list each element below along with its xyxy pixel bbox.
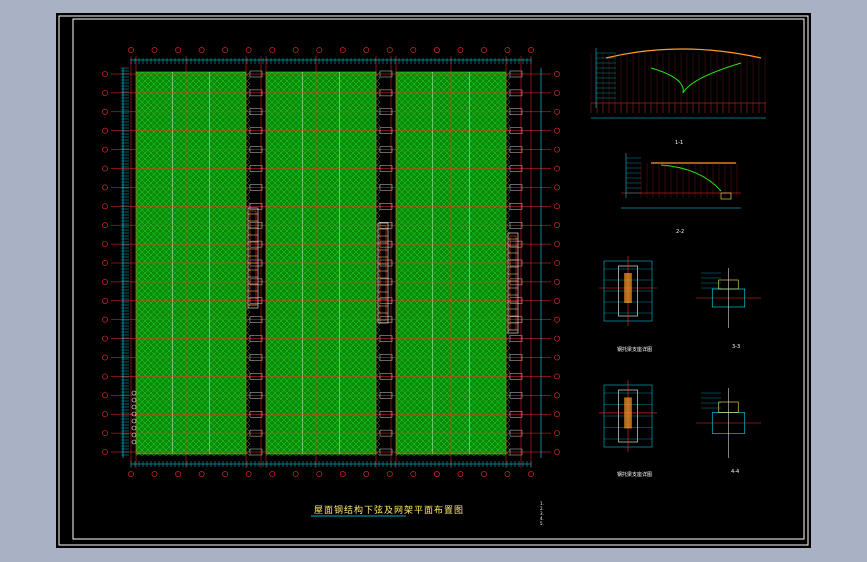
drawing-title: 屋面钢结构下弦及网架平面布置图 <box>314 506 465 516</box>
section-label-4: 4-4 <box>731 469 740 475</box>
section-label-2: 2-2 <box>676 229 685 235</box>
detail-label-1: 钢托梁支座详图 <box>617 347 653 353</box>
note-line: 2. <box>540 506 544 511</box>
note-line: 4. <box>540 516 544 521</box>
section-label-3: 3-3 <box>732 344 741 350</box>
structural-drawing <box>58 15 809 546</box>
note-line: 1. <box>540 501 544 506</box>
drawing-sheet: 屋面钢结构下弦及网架平面布置图 1-1 2-2 3-3 4-4 钢托梁支座详图 … <box>56 13 811 548</box>
section-label-1: 1-1 <box>675 140 684 146</box>
detail-label-2: 钢托梁支座详图 <box>617 472 653 478</box>
note-line: 5. <box>540 521 544 526</box>
design-notes: 1. 2. 3. 4. 5. <box>540 501 655 526</box>
note-line: 3. <box>540 511 544 516</box>
